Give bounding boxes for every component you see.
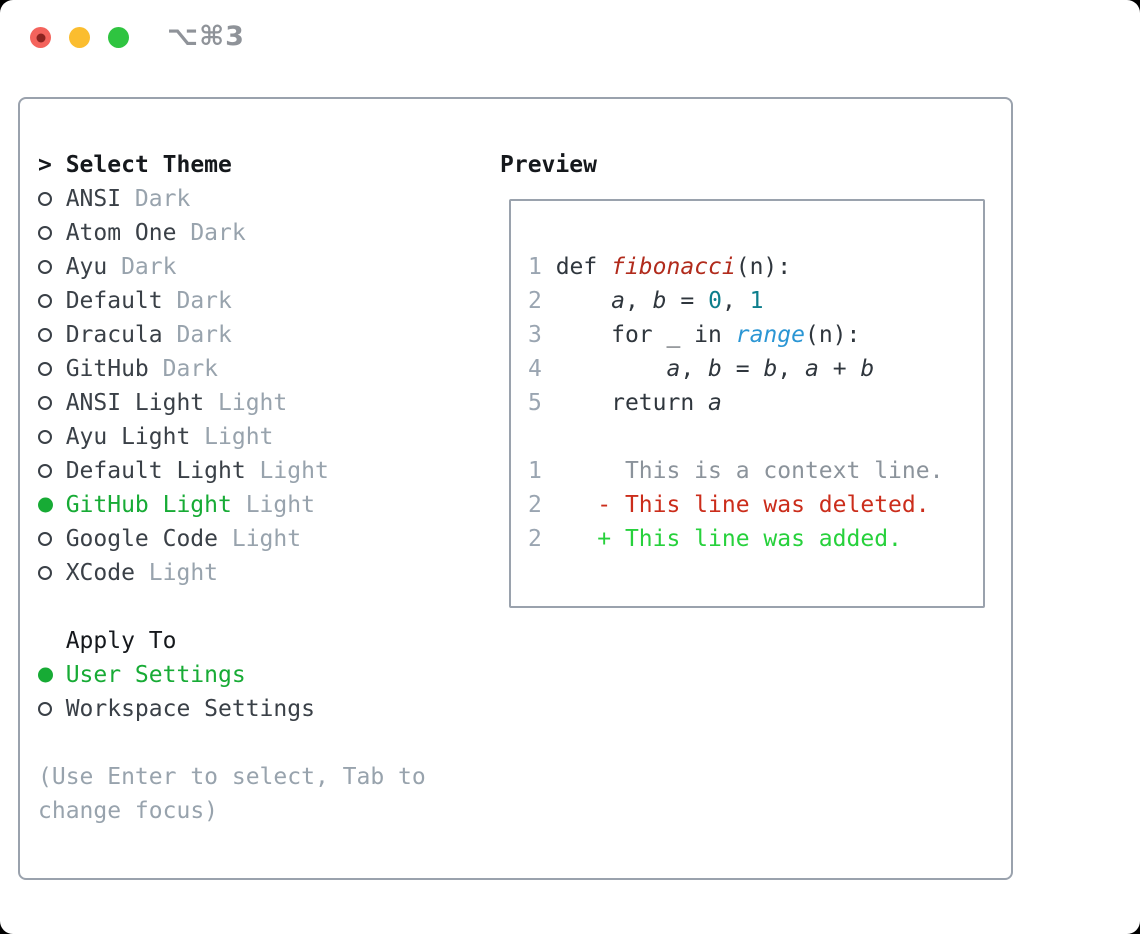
option-label: Default Light (65, 458, 246, 484)
code-line: 1 This is a context line. (528, 458, 944, 484)
radio-unselected-icon (38, 556, 66, 590)
prompt-icon: > (38, 152, 52, 178)
titlebar: ⌥⌘3 (0, 0, 1140, 74)
theme-option[interactable]: Dracula Dark (38, 318, 426, 352)
theme-variant-label: Dark (107, 254, 177, 280)
close-button[interactable] (30, 27, 51, 48)
theme-variant-label: Dark (162, 288, 232, 314)
option-label: Ayu Light (65, 424, 191, 450)
option-label: GitHub (65, 356, 149, 382)
radio-unselected-icon (38, 216, 66, 250)
minimize-button[interactable] (69, 27, 90, 48)
zoom-button[interactable] (108, 27, 129, 48)
theme-variant-label: Light (218, 526, 302, 552)
theme-option[interactable]: Default Light Light (38, 454, 426, 488)
theme-option[interactable]: Ayu Light Light (38, 420, 426, 454)
option-label: Ayu (65, 254, 108, 280)
theme-variant-label: Dark (121, 186, 191, 212)
apply-to-option[interactable]: User Settings (38, 658, 426, 692)
option-label: Default (65, 288, 163, 314)
preview-code: 1 def fibonacci(n): 2 a, b = 0, 1 3 for _ … (528, 250, 943, 556)
theme-option[interactable]: XCode Light (38, 556, 426, 590)
code-line: 2 - This line was deleted. (528, 492, 930, 518)
theme-option[interactable]: ANSI Dark (38, 182, 426, 216)
option-label: GitHub Light (65, 492, 232, 518)
option-label: ANSI (65, 186, 122, 212)
code-line: 5 return a (528, 390, 722, 416)
code-line: 2 + This line was added. (528, 526, 902, 552)
radio-unselected-icon (38, 386, 66, 420)
select-theme-label: Select Theme (65, 152, 232, 178)
theme-option[interactable]: GitHub Light Light (38, 488, 426, 522)
radio-unselected-icon (38, 250, 66, 284)
apply-to-option[interactable]: Workspace Settings (38, 692, 426, 726)
code-line: 2 a, b = 0, 1 (528, 288, 764, 314)
theme-option[interactable]: Ayu Dark (38, 250, 426, 284)
radio-unselected-icon (38, 352, 66, 386)
apply-to-header: Apply To (65, 628, 177, 654)
window-title: ⌥⌘3 (167, 21, 245, 52)
radio-unselected-icon (38, 420, 66, 454)
theme-variant-label: Dark (148, 356, 219, 382)
code-line: 4 a, b = b, a + b (528, 356, 875, 382)
option-label: User Settings (65, 662, 246, 688)
theme-option[interactable]: Default Dark (38, 284, 426, 318)
traffic-lights (30, 27, 129, 48)
radio-unselected-icon (38, 454, 66, 488)
hint-line: change focus) (38, 798, 219, 824)
theme-variant-label: Dark (176, 220, 246, 246)
option-label: Atom One (65, 220, 177, 246)
theme-option[interactable]: GitHub Dark (38, 352, 426, 386)
code-line: 3 for _ in range(n): (528, 322, 861, 348)
select-theme-header: > Select Theme (38, 148, 426, 182)
theme-variant-label: Light (190, 424, 274, 450)
radio-unselected-icon (38, 522, 66, 556)
option-label: XCode (65, 560, 135, 586)
theme-variant-label: Light (204, 390, 288, 416)
theme-option[interactable]: ANSI Light Light (38, 386, 426, 420)
theme-variant-label: Light (231, 492, 315, 518)
option-label: Dracula (65, 322, 163, 348)
code-line: 1 def fibonacci(n): (528, 254, 792, 280)
keyboard-hint: (Use Enter to select, Tab to change focu… (38, 760, 426, 828)
radio-unselected-icon (38, 182, 66, 216)
radio-selected-icon (38, 488, 66, 522)
theme-option[interactable]: Atom One Dark (38, 216, 426, 250)
preview-header: Preview (500, 152, 597, 178)
theme-variant-label: Dark (162, 322, 232, 348)
radio-selected-icon (38, 658, 66, 692)
radio-unselected-icon (38, 318, 66, 352)
radio-unselected-icon (38, 692, 66, 726)
theme-variant-label: Light (245, 458, 329, 484)
preview-box: 1 def fibonacci(n): 2 a, b = 0, 1 3 for _ … (509, 199, 985, 608)
radio-unselected-icon (38, 284, 66, 318)
theme-variant-label: Light (134, 560, 219, 586)
option-label: Google Code (65, 526, 219, 552)
code-line (528, 420, 943, 454)
hint-line: (Use Enter to select, Tab to (38, 764, 426, 790)
option-label: Workspace Settings (65, 696, 315, 722)
theme-option[interactable]: Google Code Light (38, 522, 426, 556)
option-label: ANSI Light (65, 390, 205, 416)
